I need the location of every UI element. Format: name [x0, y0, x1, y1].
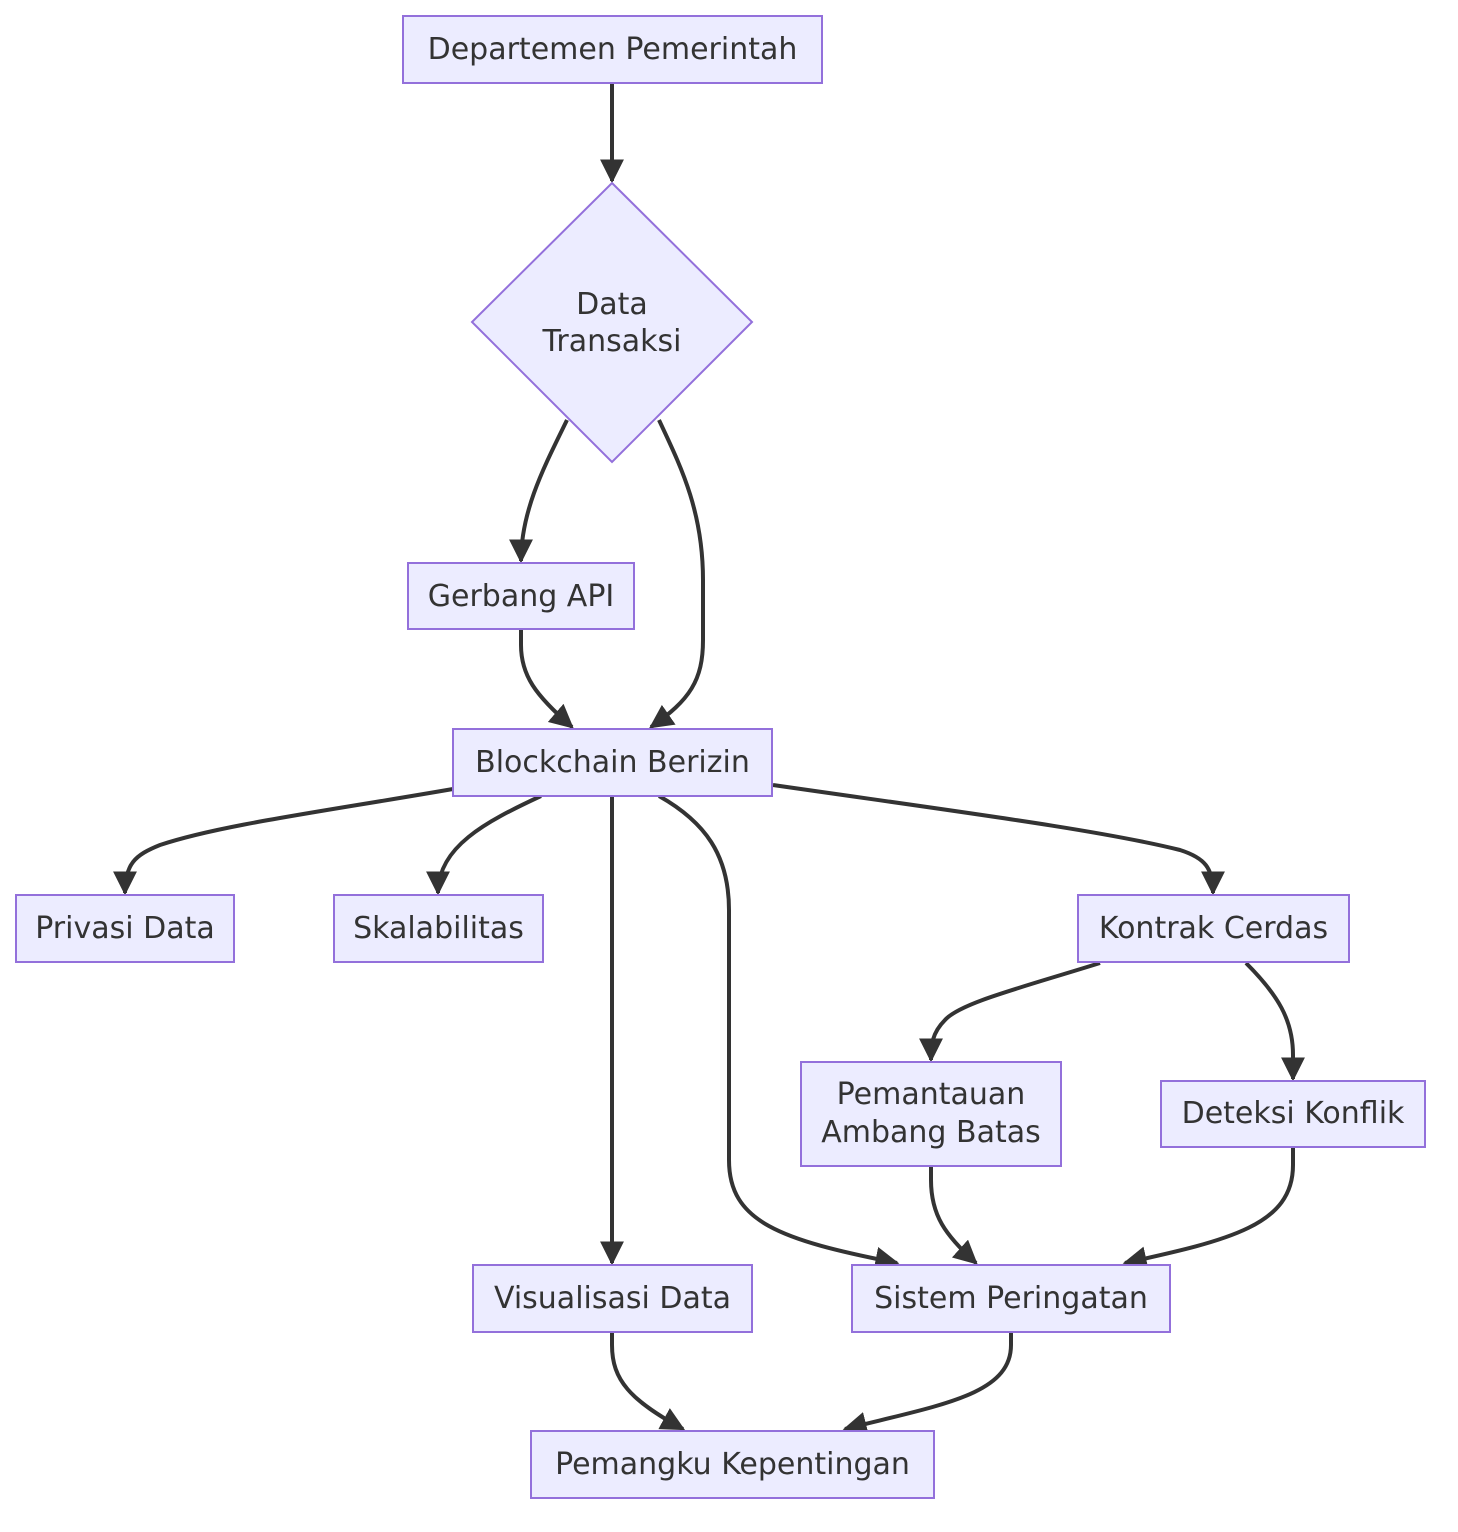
edge-deteksi-to-sistem [1122, 1147, 1295, 1271]
node-box [800, 1061, 1062, 1167]
node-box [407, 562, 635, 630]
decision-diamond [470, 181, 754, 464]
edge-visualisasi-to-pemangku [610, 1332, 686, 1431]
node-box [1160, 1080, 1426, 1148]
edge-sistem-to-pemangku [842, 1332, 1013, 1436]
node-privasi-data: Privasi Data [15, 894, 235, 963]
node-label-line-2: Transaksi [542, 324, 682, 359]
edge-gerbang-api-to-blockchain [519, 629, 574, 729]
node-label-line-2: Ambang Batas [821, 1115, 1041, 1150]
node-departemen-pemerintah: Departemen Pemerintah [402, 15, 823, 84]
edge-kontrak-to-deteksi [1244, 961, 1305, 1082]
node-gerbang-api: Gerbang API [407, 562, 635, 630]
node-box [402, 15, 823, 84]
node-box [472, 1264, 753, 1333]
edge-kontrak-to-pemantauan [919, 961, 1101, 1063]
node-label: Departemen Pemerintah [428, 32, 798, 67]
node-label-line-1: Pemantauan [837, 1077, 1026, 1112]
node-deteksi-konflik: Deteksi Konflik [1160, 1080, 1426, 1148]
node-box [333, 894, 544, 963]
edge-blockchain-to-skalabilitas [426, 794, 542, 896]
node-box [15, 894, 235, 963]
node-pemangku-kepentingan: Pemangku Kepentingan [530, 1430, 935, 1499]
node-box [851, 1264, 1171, 1333]
edges [113, 83, 1305, 1436]
node-label: Deteksi Konflik [1182, 1096, 1405, 1131]
edge-blockchain-to-sistem [658, 794, 900, 1271]
node-label: Privasi Data [35, 911, 215, 946]
node-box [530, 1430, 935, 1499]
node-skalabilitas: Skalabilitas [333, 894, 544, 963]
node-box [1077, 894, 1350, 963]
node-box [452, 728, 773, 797]
node-label: Gerbang API [428, 579, 615, 614]
node-kontrak-cerdas: Kontrak Cerdas [1077, 894, 1350, 963]
node-label-line-1: Data [576, 287, 648, 322]
edge-data-transaksi-to-blockchain [649, 419, 705, 729]
node-label: Visualisasi Data [494, 1281, 731, 1316]
edge-data-transaksi-to-gerbang-api [509, 419, 569, 564]
node-label: Sistem Peringatan [874, 1281, 1148, 1316]
node-label: Blockchain Berizin [475, 745, 750, 780]
edge-pemantauan-to-sistem [929, 1166, 978, 1265]
node-pemantauan-ambang-batas: Pemantauan Ambang Batas [800, 1061, 1062, 1167]
edge-blockchain-to-kontrak [772, 783, 1225, 896]
node-data-transaksi: Data Transaksi [470, 181, 754, 464]
node-label: Kontrak Cerdas [1099, 911, 1328, 946]
node-blockchain-berizin: Blockchain Berizin [452, 728, 773, 797]
node-visualisasi-data: Visualisasi Data [472, 1264, 753, 1333]
node-sistem-peringatan: Sistem Peringatan [851, 1264, 1171, 1333]
edge-blockchain-to-privasi [113, 787, 454, 896]
node-label: Pemangku Kepentingan [555, 1447, 910, 1482]
node-label: Skalabilitas [353, 911, 524, 946]
